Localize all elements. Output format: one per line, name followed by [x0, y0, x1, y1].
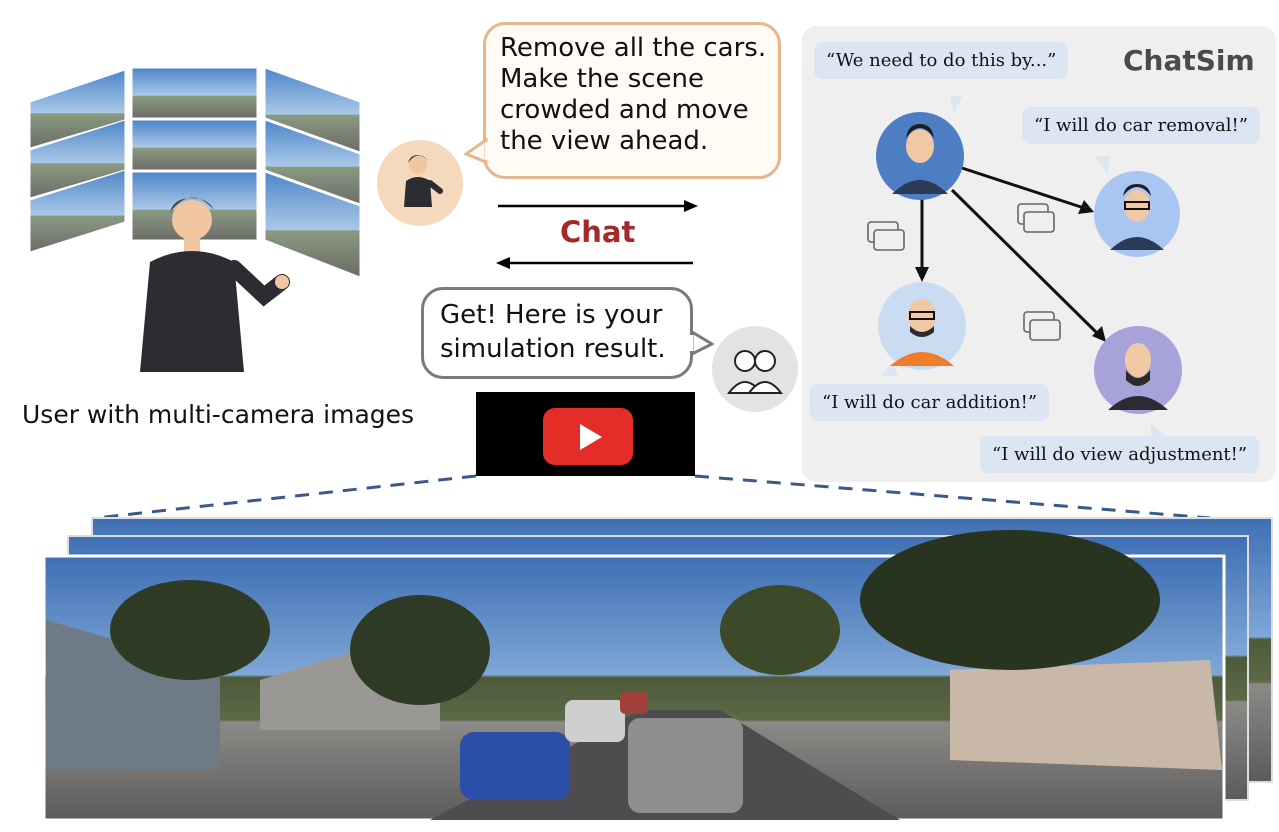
bot-bubble-tail [690, 330, 714, 357]
bot-reply-line: Get! Here is your [440, 300, 663, 330]
person-avatar-icon [377, 140, 463, 226]
simulation-result-panorama [42, 474, 1273, 822]
removal-speech: “I will do car removal!” [1022, 107, 1260, 144]
bot-reply-bubble: Get! Here is your simulation result. [421, 287, 693, 379]
user-request-line: crowded and move [500, 95, 749, 125]
user-bubble-tail [464, 138, 488, 165]
multi-camera-images [29, 67, 361, 372]
chatsim-title: ChatSim [1123, 44, 1255, 77]
chat-bubbles-icon [867, 203, 1061, 341]
leader-speech: “We need to do this by...” [814, 42, 1069, 79]
addition-speech: “I will do car addition!” [810, 384, 1050, 421]
play-triangle [580, 424, 602, 450]
two-agents-avatar-icon [712, 326, 798, 412]
user-request-bubble: Remove all the cars. Make the scene crow… [483, 22, 781, 179]
user-request-line: the view ahead. [500, 126, 709, 156]
user-request-line: Remove all the cars. [500, 33, 767, 63]
chat-label: Chat [560, 215, 636, 249]
agent-graph [867, 96, 1182, 438]
user-caption: User with multi-camera images [22, 400, 415, 429]
bot-reply-line: simulation result. [440, 334, 666, 364]
chat-arrows [496, 200, 698, 269]
user-request-line: Make the scene [500, 64, 705, 94]
view-speech: “I will do view adjustment!” [980, 436, 1260, 473]
